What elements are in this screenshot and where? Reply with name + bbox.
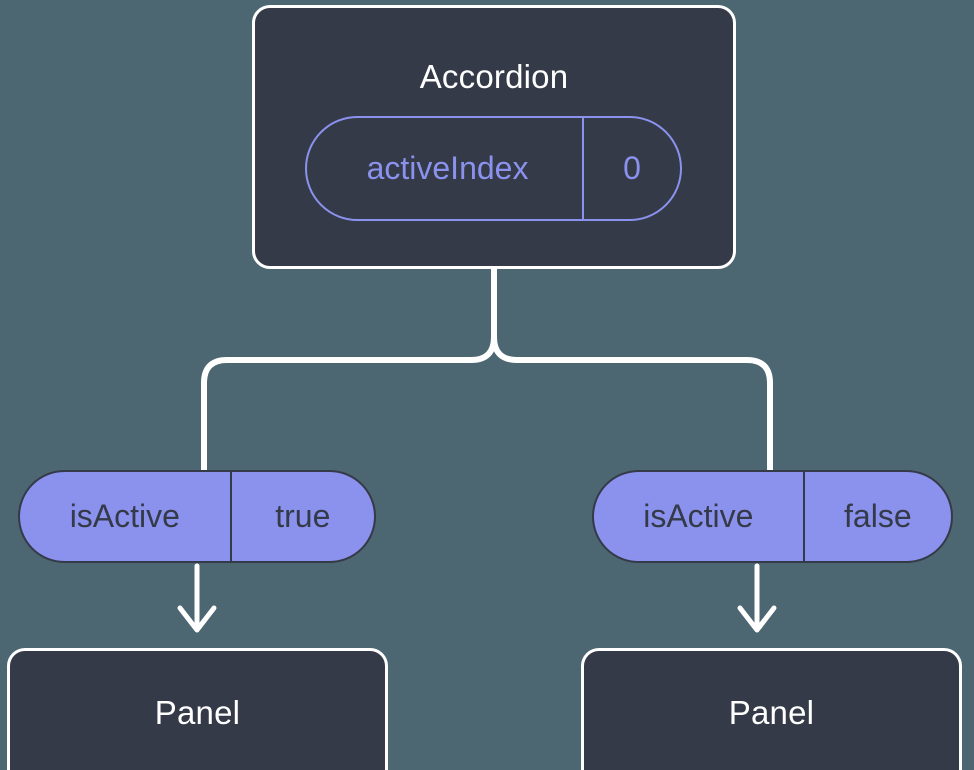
component-name-accordion: Accordion bbox=[419, 58, 569, 95]
state-pill-value: 0 bbox=[582, 118, 680, 219]
component-name-panel-right: Panel bbox=[728, 694, 815, 731]
prop-pill-left-key: isActive bbox=[69, 498, 180, 534]
wire-arrow-left-head bbox=[177, 605, 217, 633]
prop-pill-left-value: true bbox=[229, 472, 374, 561]
wire-arrow-right-head bbox=[737, 605, 777, 633]
prop-pill-left-isactive[interactable]: isActive true bbox=[18, 470, 376, 563]
wire-branch-left bbox=[201, 334, 497, 473]
component-name-panel-left: Panel bbox=[154, 694, 241, 731]
component-node-panel-left[interactable]: Panel bbox=[7, 648, 388, 770]
wire-branch-right bbox=[491, 334, 773, 473]
component-node-panel-right[interactable]: Panel bbox=[581, 648, 962, 770]
prop-pill-right-isactive[interactable]: isActive false bbox=[592, 470, 953, 563]
prop-pill-right-value: false bbox=[802, 472, 951, 561]
state-pill-key: activeIndex bbox=[366, 150, 529, 186]
prop-pill-right-key: isActive bbox=[643, 498, 754, 534]
state-pill-activeindex[interactable]: activeIndex 0 bbox=[305, 116, 682, 221]
